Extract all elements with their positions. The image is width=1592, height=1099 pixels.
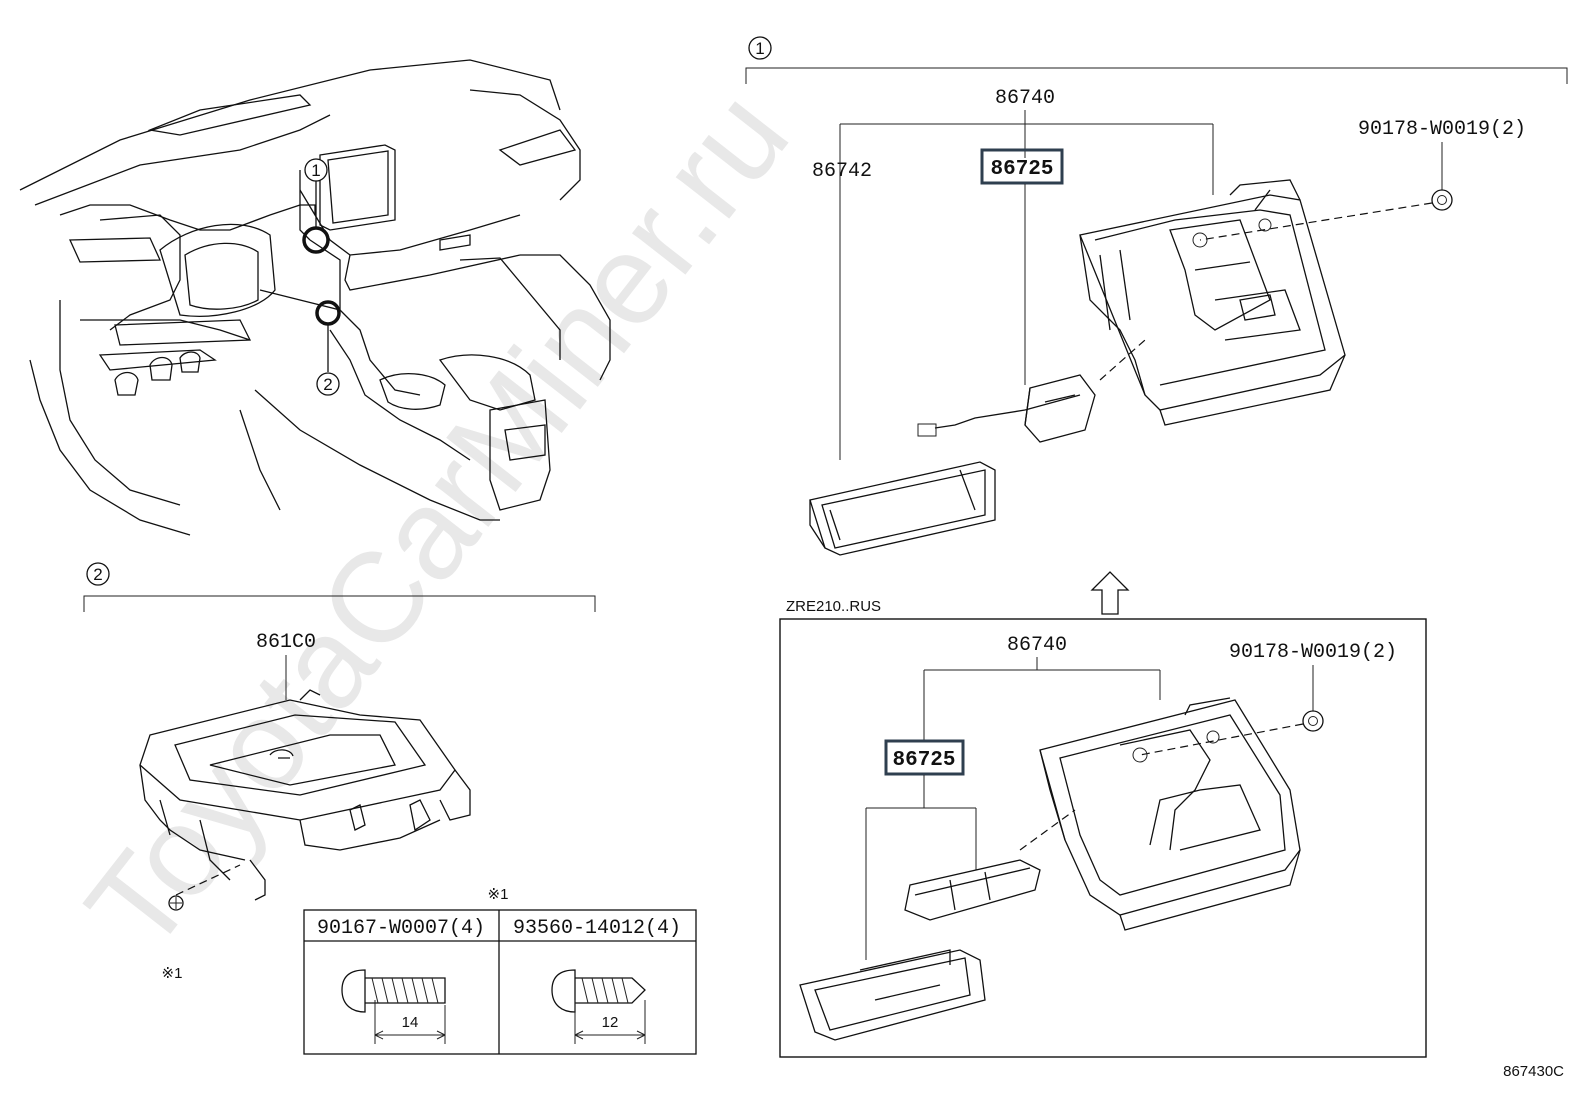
screw-icon [168, 895, 184, 911]
part-label-861C0: 861C0 [256, 631, 316, 654]
module-label-86725: 86725 [990, 158, 1053, 181]
variant-bracket-drawing [1039, 697, 1301, 931]
callout-2-text: 2 [323, 375, 332, 394]
section-2-number: 2 [93, 565, 102, 584]
module-label-box [980, 148, 1064, 185]
assembly-label-86740: 86740 [995, 87, 1055, 110]
variant-nut-icon [1302, 710, 1324, 732]
figure-code: 867430C [1503, 1063, 1564, 1080]
nut-label: 90178-W0019(2) [1358, 118, 1526, 141]
variant-frame [779, 618, 1427, 1058]
panel-drawing [809, 461, 996, 556]
watermark-text: ToyotaCarMiner.ru [59, 65, 816, 977]
variant-panel-drawing [799, 949, 986, 1041]
charger-tray-drawing [139, 689, 471, 901]
section-1-number: 1 [755, 39, 764, 58]
bolt-icon [341, 969, 446, 1044]
callout-1-text: 1 [311, 161, 320, 180]
variant-module-label-box [884, 739, 965, 776]
nut-icon [1431, 189, 1453, 211]
variant-assembly-label: 86740 [1007, 634, 1067, 657]
bolt-length: 14 [402, 1014, 419, 1031]
section-1-badge [748, 36, 772, 60]
section-2-badge [86, 562, 110, 586]
callout-1-badge [304, 158, 328, 182]
callout-2-badge [316, 372, 340, 396]
tapping-screw-icon [551, 969, 646, 1044]
bracket-assembly-drawing [1079, 179, 1346, 426]
panel-label-86742: 86742 [812, 160, 872, 183]
tapping-screw-length: 12 [602, 1014, 619, 1031]
dashboard-illustration [19, 59, 611, 536]
fastener-table [303, 909, 697, 1055]
variant-module-label: 86725 [892, 749, 955, 772]
module-drawing [917, 374, 1096, 443]
fastener-part-2: 93560-14012(4) [513, 917, 681, 940]
variant-code: ZRE210..RUS [786, 598, 881, 615]
assembly-leader [839, 110, 1214, 460]
section-1-bracket [745, 67, 1568, 84]
variant-nut-label: 90178-W0019(2) [1229, 641, 1397, 664]
up-arrow-icon [1090, 571, 1130, 615]
callout-marker-1-ring [302, 226, 330, 254]
fastener-part-1: 90167-W0007(4) [317, 917, 485, 940]
callout-marker-2-ring [315, 300, 341, 326]
section-2-bracket [83, 595, 596, 612]
variant-module-drawing [904, 859, 1041, 921]
screw-note-mark: ※1 [162, 965, 183, 982]
fastener-table-note: ※1 [488, 886, 509, 903]
